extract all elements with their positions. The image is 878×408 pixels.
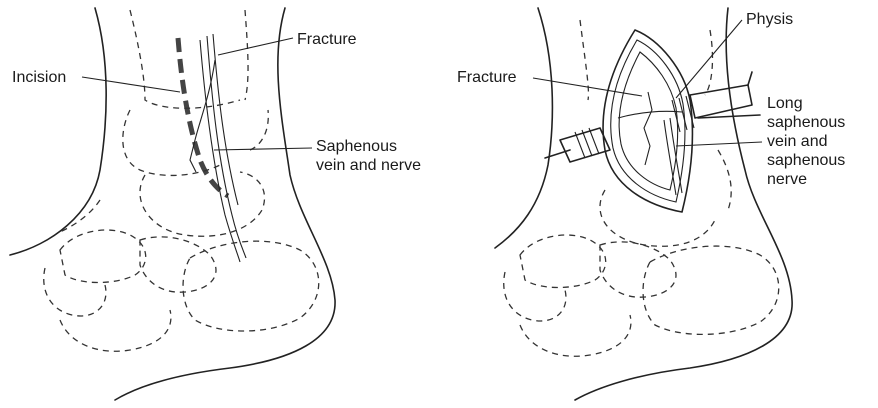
right-ankle-drawing <box>495 8 792 400</box>
fracture-label-left: Fracture <box>297 31 357 49</box>
incision-label: Incision <box>12 69 66 87</box>
saphenous-label-line2: vein and nerve <box>316 157 421 175</box>
left-ankle-drawing <box>10 8 335 400</box>
saphenous-label-line1: Saphenous <box>316 138 397 156</box>
long-saphenous-label-line2: saphenous <box>767 114 845 132</box>
saphenous-vein <box>200 40 240 262</box>
long-saphenous-label-line5: nerve <box>767 171 807 189</box>
incision-leader <box>82 77 180 92</box>
fracture-line-right <box>644 92 652 165</box>
fracture-leader-left <box>218 38 293 55</box>
long-saphenous-label-line4: saphenous <box>767 152 845 170</box>
physis-label: Physis <box>746 11 793 29</box>
fracture-label-right: Fracture <box>457 69 517 87</box>
fracture-line <box>190 60 215 172</box>
incision-line <box>178 38 228 196</box>
long-saphenous-label-line1: Long <box>767 95 803 113</box>
long-saphenous-label-line3: vein and <box>767 133 828 151</box>
left-leg-outline <box>10 8 106 255</box>
saphenous-leader <box>214 148 312 150</box>
long-saphenous-leader <box>676 142 762 146</box>
wound-opening <box>603 30 692 212</box>
left-heel-outline <box>115 8 335 400</box>
